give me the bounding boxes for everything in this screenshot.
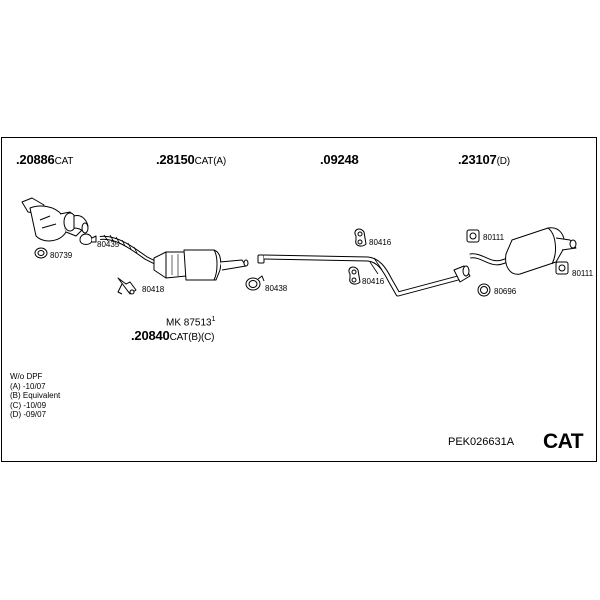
small-part-80418: 80418 <box>142 285 165 294</box>
part-suffix: (D) <box>496 156 511 167</box>
clamp-80435-drawing <box>79 233 97 245</box>
mk-text: MK 87513 <box>166 317 212 329</box>
notes-block: W/o DPF (A) -10/07 (B) Equivalent (C) -1… <box>10 372 60 420</box>
note-line: (A) -10/07 <box>10 381 46 391</box>
small-part-80416-bottom: 80416 <box>362 277 385 286</box>
part-number: .20886 <box>16 152 55 167</box>
mk-superscript: 1 <box>211 316 216 323</box>
rear-silencer-23107-drawing <box>469 227 577 275</box>
part-number: .09248 <box>320 152 359 167</box>
small-part-80739: 80739 <box>50 251 73 260</box>
note-line: (C) -10/09 <box>10 400 47 410</box>
part-suffix: CAT(B)(C) <box>169 332 215 343</box>
part-number: .23107 <box>458 152 497 167</box>
part-label-20886: .20886CAT <box>16 153 73 167</box>
note-line: W/o DPF <box>10 372 43 381</box>
part-number: .28150 <box>156 152 195 167</box>
catalyst-28150-drawing <box>99 234 249 281</box>
small-part-80111-right: 80111 <box>572 269 594 278</box>
sensor-80418-drawing <box>117 277 137 295</box>
middle-pipe-09248-drawing <box>257 254 471 297</box>
small-part-80696: 80696 <box>494 287 517 296</box>
part-number: .20840 <box>131 328 170 343</box>
diagram-frame <box>1 137 597 462</box>
cat-badge: CAT <box>543 430 584 453</box>
part-suffix: CAT(A) <box>194 156 227 167</box>
part-label-23107: .23107(D) <box>458 153 510 167</box>
small-part-80416-top: 80416 <box>369 238 392 247</box>
note-line: (B) Equivalent <box>10 391 61 401</box>
kit-code: PEK026631A <box>448 436 515 448</box>
hanger-80111-right-drawing <box>555 261 569 275</box>
catalyst-20886-drawing <box>21 197 89 242</box>
small-part-80435: 80435 <box>97 240 120 249</box>
clamp-80696-drawing <box>477 283 491 297</box>
part-label-20840: .20840CAT(B)(C) <box>131 329 214 343</box>
mk-kit-label: MK 875131 <box>166 316 216 328</box>
part-label-28150: .28150CAT(A) <box>156 153 226 167</box>
hanger-80111-left-drawing <box>466 229 480 243</box>
part-label-09248: .09248 <box>320 153 359 166</box>
small-part-80438: 80438 <box>265 284 288 293</box>
hanger-80416-top-drawing <box>354 228 367 247</box>
note-line: (D) -09/07 <box>10 410 47 420</box>
part-suffix: CAT <box>54 156 74 167</box>
hanger-80416-bottom-drawing <box>348 266 361 285</box>
small-part-80111-left: 80111 <box>483 233 505 242</box>
clamp-80438-drawing <box>245 275 265 291</box>
